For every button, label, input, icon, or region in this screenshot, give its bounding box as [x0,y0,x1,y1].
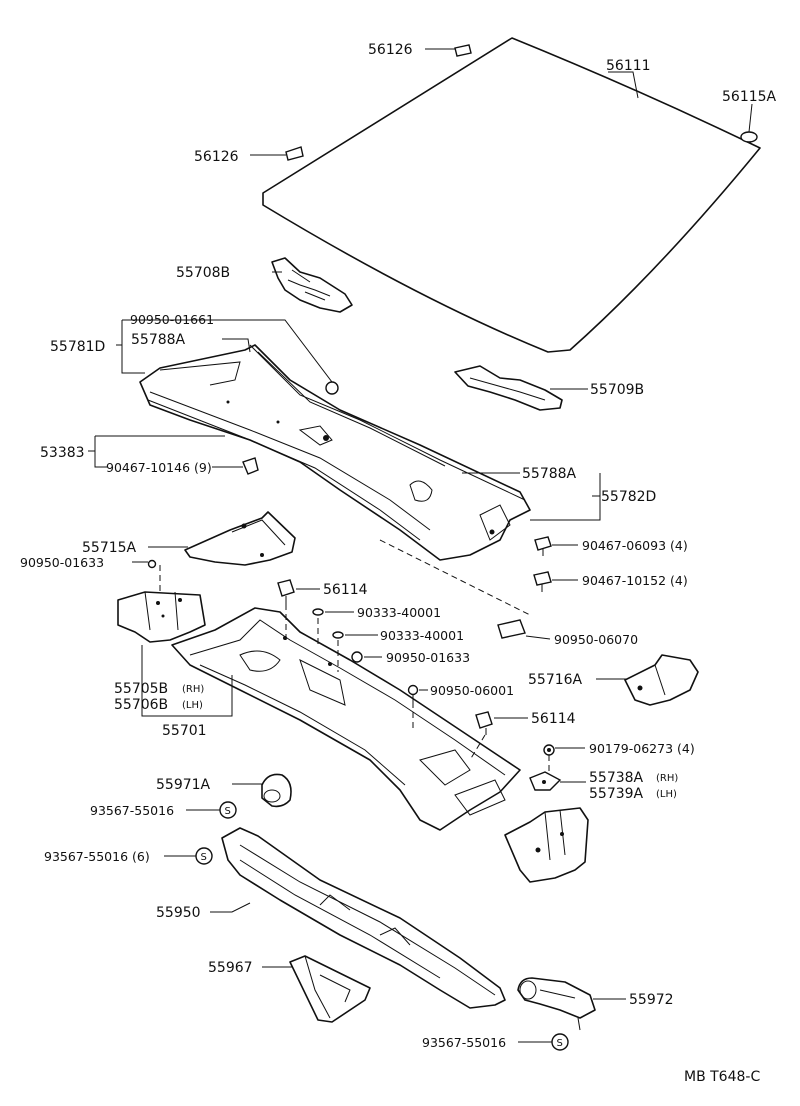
label-55709b: 55709B [590,382,644,398]
label-90467-10152: 90467-10152 (4) [582,573,688,588]
glass-clip-left [285,146,304,161]
svg-text:S: S [225,806,231,817]
label-90950-01661: 90950-01661 [130,312,214,327]
clip-06001 [407,684,419,702]
label-55705b: 55705B [114,681,168,697]
glass-clip-top [454,44,472,57]
seal-s-55016-c: S [551,1033,569,1051]
screw-10152 [533,571,552,592]
label-90179-06273: 90179-06273 (4) [589,741,695,756]
label-55706b-side: (LH) [182,700,203,711]
seal-s-55016-a: S [219,801,237,819]
label-56111: 56111 [606,58,651,74]
label-56126-top: 56126 [368,42,413,58]
clip-01633-right [351,651,363,663]
label-55706b: 55706B [114,697,168,713]
label-90950-06001: 90950-06001 [430,683,514,698]
retainer-55709b [454,365,563,411]
clip-56114-a [277,579,295,604]
retainer-55708b [271,257,353,313]
label-93567-55016-b: 93567-55016 (6) [44,849,150,864]
label-56114-lower: 56114 [531,711,576,727]
label-55739a: 55739A [589,786,644,802]
windshield-glass [262,37,761,353]
label-90950-01633-left: 90950-01633 [20,555,104,570]
label-56115a: 56115A [722,89,777,105]
nut-06273 [543,744,555,756]
label-55739a-side: (LH) [656,789,677,800]
seal-s-55016-b: S [195,847,213,865]
glass-stopper [740,131,758,143]
label-55781d: 55781D [50,339,105,355]
label-90333-40001-upper: 90333-40001 [357,605,441,620]
washer-40001-b [332,631,344,639]
cowl-clip-01661 [325,381,339,395]
label-55705b-side: (RH) [182,684,204,695]
label-55701: 55701 [162,723,207,739]
washer-40001-a [312,608,324,616]
cowl-top-panel [139,344,531,561]
svg-text:S: S [201,852,207,863]
label-90467-10146: 90467-10146 (9) [106,460,212,475]
label-55738a-side: (RH) [656,773,678,784]
label-55715a: 55715A [82,540,137,556]
svg-text:S: S [557,1038,563,1049]
label-56126-left: 56126 [194,149,239,165]
label-55788a-lower: 55788A [522,466,577,482]
label-93567-55016-a: 93567-55016 [90,803,174,818]
side-bracket-55705b [117,591,206,643]
label-55716a: 55716A [528,672,583,688]
louver-55950 [221,827,506,1009]
side-bracket-right [504,807,589,883]
bracket-55738a [529,771,562,791]
label-55708b: 55708B [176,265,230,281]
grommet-55971a [261,773,292,808]
screw-06093 [534,536,552,556]
duct-55972 [517,977,596,1019]
label-90333-40001-lower: 90333-40001 [380,628,464,643]
label-56114-upper: 56114 [323,582,368,598]
label-55967: 55967 [208,960,253,976]
clip-56114-b [475,711,493,735]
label-55971a: 55971A [156,777,211,793]
label-55788a-upper: 55788A [131,332,186,348]
label-93567-55016-c: 93567-55016 [422,1035,506,1050]
pad-06070 [497,619,526,639]
label-55738a: 55738A [589,770,644,786]
label-55782d: 55782D [601,489,656,505]
bracket-55716a [624,654,699,706]
clip-01633-left [147,559,157,569]
diagram-code: MB T648-C [684,1069,760,1085]
cowl-panel-55701 [171,607,521,831]
bracket-55715a [184,511,296,566]
label-55972: 55972 [629,992,674,1008]
label-90950-06070: 90950-06070 [554,632,638,647]
duct-55967 [289,955,371,1023]
label-90950-01633-right: 90950-01633 [386,650,470,665]
label-53383: 53383 [40,445,85,461]
cowl-clip-10146 [242,457,259,475]
label-90467-06093: 90467-06093 (4) [582,538,688,553]
label-55950: 55950 [156,905,201,921]
